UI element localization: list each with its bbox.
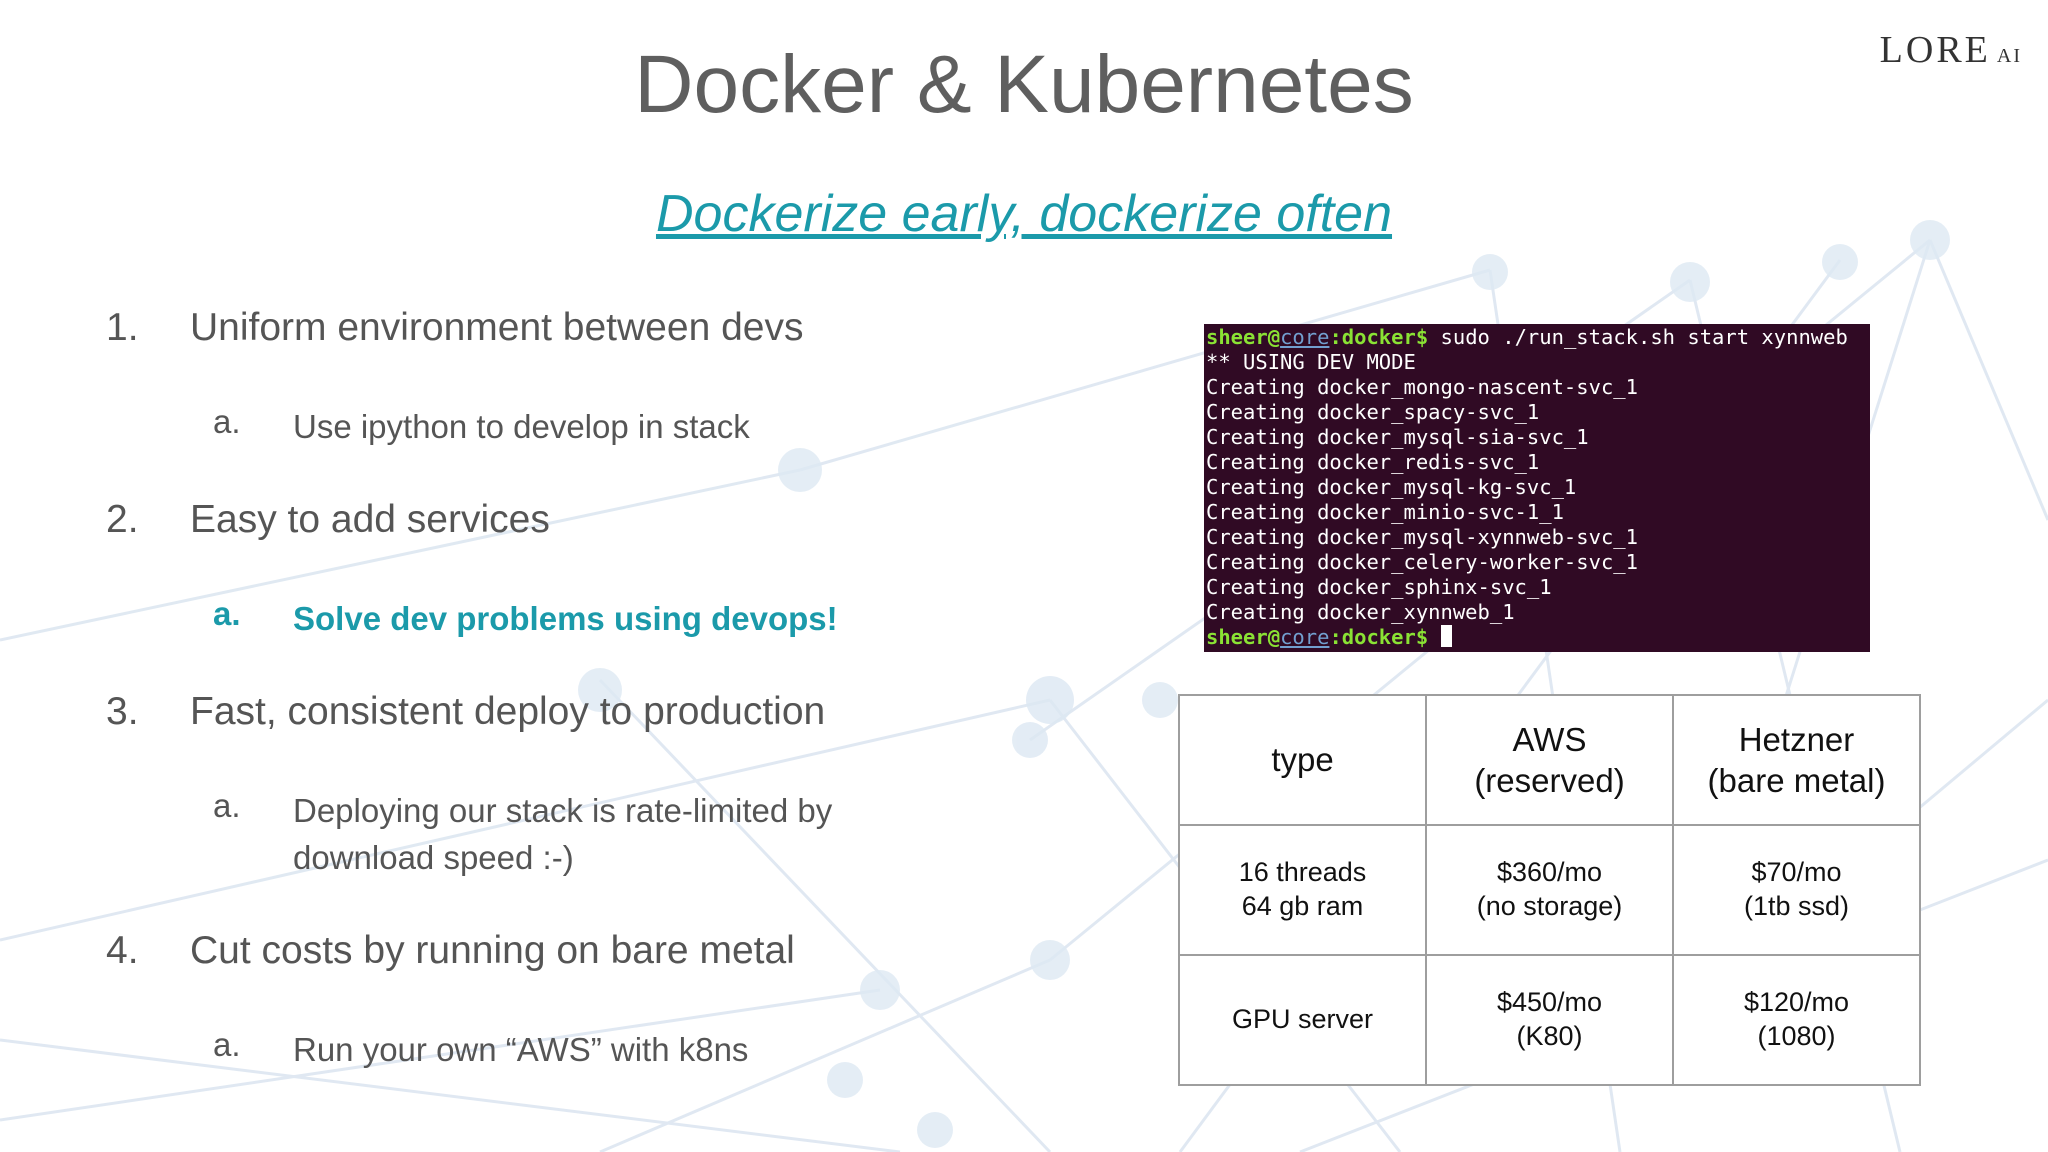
- terminal-output-line: Creating docker_redis-svc_1: [1206, 450, 1540, 474]
- logo-main: LORE: [1879, 29, 1991, 71]
- slide-title: Docker & Kubernetes: [634, 39, 1414, 130]
- sub-item-letter: a.: [213, 595, 241, 632]
- cell-line: (no storage): [1476, 891, 1623, 921]
- table-header-row: type AWS (reserved) Hetzner (bare metal): [1178, 694, 1921, 826]
- prompt-path: :docker: [1329, 625, 1416, 649]
- table-cell: $70/mo(1tb ssd): [1672, 824, 1921, 956]
- prompt-host: core: [1280, 325, 1330, 349]
- cell-line: (1080): [1757, 1021, 1836, 1051]
- cell-line: (K80): [1516, 1021, 1583, 1051]
- terminal-output-line: Creating docker_sphinx-svc_1: [1206, 575, 1552, 599]
- cell-line: $70/mo: [1751, 857, 1842, 888]
- prompt-at: @: [1267, 325, 1281, 349]
- prompt-user: sheer: [1206, 625, 1268, 649]
- prompt-dollar: $: [1415, 625, 1429, 649]
- header-cell-hetzner: Hetzner (bare metal): [1672, 694, 1921, 826]
- table-cell: $120/mo(1080): [1672, 954, 1921, 1086]
- sub-item-text: Use ipython to develop in stack: [293, 408, 750, 445]
- terminal-command-line: sheer@core:docker$ sudo ./run_stack.sh s…: [1206, 325, 1870, 350]
- sub-item-letter: a.: [213, 1026, 241, 1063]
- cell-line: $450/mo: [1496, 987, 1603, 1018]
- prompt-dollar: $: [1415, 325, 1429, 349]
- cell-line: GPU server: [1231, 1004, 1374, 1035]
- cell-line: $120/mo: [1743, 987, 1850, 1018]
- terminal-output-line: Creating docker_minio-svc-1_1: [1206, 500, 1564, 524]
- sub-item-letter: a.: [213, 787, 241, 824]
- sub-item-text: Run your own “AWS” with k8ns: [293, 1031, 749, 1068]
- logo-suffix: AI: [1996, 45, 2022, 67]
- table-row: GPU server $450/mo(K80) $120/mo(1080): [1178, 954, 1921, 1086]
- table-cell: GPU server: [1178, 954, 1427, 1086]
- list-item-text: Uniform environment between devs: [190, 306, 804, 349]
- list-item-text: Easy to add services: [190, 498, 550, 541]
- header-cell-aws: AWS (reserved): [1425, 694, 1674, 826]
- prompt-host: core: [1280, 625, 1330, 649]
- sub-item-text: Solve dev problems using devops!: [293, 600, 838, 637]
- list-item-text: Fast, consistent deploy to production: [190, 690, 826, 733]
- terminal-cursor: [1440, 625, 1452, 647]
- terminal-output-line: Creating docker_mysql-xynnweb-svc_1: [1206, 525, 1638, 549]
- terminal-prompt-line: sheer@core:docker$: [1206, 625, 1870, 650]
- sub-item-text-line-1: Deploying our stack is rate-limited by: [293, 792, 833, 829]
- list-item-number: 3.: [106, 690, 139, 733]
- cell-line: 64 gb ram: [1241, 891, 1364, 921]
- prompt-at: @: [1267, 625, 1281, 649]
- terminal-output-line: Creating docker_mongo-nascent-svc_1: [1206, 375, 1638, 399]
- cell-line: (bare metal): [1707, 762, 1886, 799]
- table-cell: $360/mo(no storage): [1425, 824, 1674, 956]
- terminal-command: sudo ./run_stack.sh start xynnweb: [1428, 325, 1848, 349]
- prompt-path: :docker: [1329, 325, 1416, 349]
- sub-item-text-line-2: download speed :-): [293, 839, 574, 876]
- terminal-output-line: ** USING DEV MODE: [1206, 350, 1416, 374]
- cell-line: (reserved): [1474, 762, 1625, 799]
- sub-item-letter: a.: [213, 403, 241, 440]
- cell-line: Hetzner: [1738, 720, 1855, 758]
- header-cell-type: type: [1178, 694, 1427, 826]
- list-item-number: 4.: [106, 929, 139, 972]
- cell-line: AWS: [1512, 720, 1587, 758]
- cell-line: (1tb ssd): [1743, 891, 1850, 921]
- list-item-number: 2.: [106, 498, 139, 541]
- list-item-number: 1.: [106, 306, 139, 349]
- terminal-output-line: Creating docker_mysql-sia-svc_1: [1206, 425, 1589, 449]
- cell-line: 16 threads: [1238, 857, 1367, 888]
- cell-line: type: [1271, 741, 1334, 779]
- cell-line: $360/mo: [1496, 857, 1603, 888]
- terminal-output-line: Creating docker_mysql-kg-svc_1: [1206, 475, 1577, 499]
- prompt-user: sheer: [1206, 325, 1268, 349]
- slide-subtitle-link[interactable]: Dockerize early, dockerize often: [655, 185, 1393, 243]
- list-item-text: Cut costs by running on bare metal: [190, 929, 795, 972]
- terminal-output-line: Creating docker_spacy-svc_1: [1206, 400, 1540, 424]
- terminal-output-line: Creating docker_celery-worker-svc_1: [1206, 550, 1638, 574]
- terminal-output-line: Creating docker_xynnweb_1: [1206, 600, 1515, 624]
- table-cell: $450/mo(K80): [1425, 954, 1674, 1086]
- terminal-screenshot: sheer@core:docker$ sudo ./run_stack.sh s…: [1204, 324, 1870, 652]
- pricing-comparison-table: type AWS (reserved) Hetzner (bare metal) 1…: [1178, 694, 1921, 1086]
